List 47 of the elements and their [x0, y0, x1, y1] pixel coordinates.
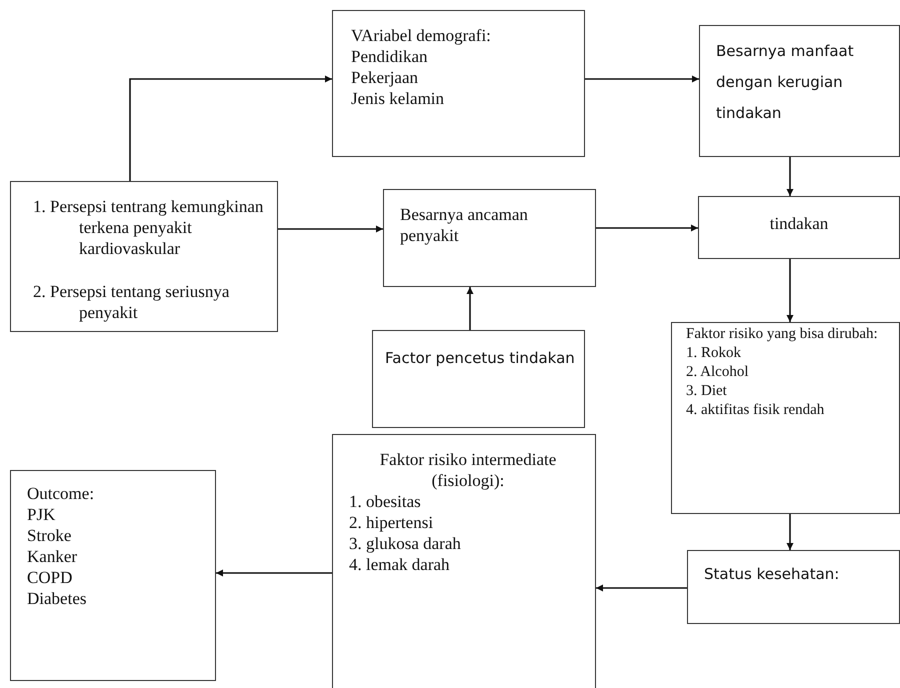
box-text: Outcome:: [27, 483, 96, 504]
box-text: 2. hipertensi: [349, 512, 434, 533]
arrow: [216, 570, 332, 576]
box-text: Faktor risiko intermediate (fisiologi):: [378, 449, 558, 491]
box-text: Status kesehatan:: [704, 564, 840, 585]
process-box: [332, 10, 585, 157]
process-box: [383, 189, 596, 287]
box-text: 2. Alcohol: [686, 363, 750, 382]
box-text: 2. Persepsi tentang seriusnya penyakit: [33, 281, 230, 323]
box-text: Kanker: [27, 546, 78, 567]
box-text: 1. obesitas: [349, 491, 422, 512]
box-text: 1. Rokok: [686, 344, 742, 363]
box-text: PJK: [27, 504, 56, 525]
process-box: [332, 434, 596, 688]
arrow: [596, 584, 687, 592]
box-text: Factor pencetus tindakan: [385, 348, 576, 369]
arrow: [596, 224, 698, 232]
box-text: Stroke: [27, 525, 72, 546]
box-text: Besarnya ancaman penyakit: [400, 204, 529, 246]
arrow: [786, 157, 794, 196]
arrow: [466, 287, 474, 330]
box-text: tindakan: [768, 213, 830, 234]
box-text: Pendidikan: [351, 46, 428, 67]
arrow: [786, 259, 794, 322]
process-box: [671, 322, 900, 514]
process-box: [699, 25, 900, 157]
process-box: [698, 196, 900, 259]
box-text: COPD: [27, 567, 74, 588]
box-text: 4. aktifitas fisik rendah: [686, 401, 826, 420]
box-text: Besarnya manfaat dengan kerugian tindakan: [716, 41, 855, 124]
box-text: VAriabel demografi:: [351, 25, 492, 46]
box-text: Diabetes: [27, 588, 88, 609]
arrow: [786, 514, 794, 550]
arrow: [585, 76, 699, 82]
process-box: [10, 181, 278, 332]
process-box: [10, 470, 216, 681]
arrow: [129, 76, 332, 181]
box-text: Jenis kelamin: [351, 88, 446, 109]
box-text: 4. lemak darah: [349, 554, 451, 575]
box-text: 1. Persepsi tentrang kemungkinan terkena penyakit kardiovaskular: [33, 196, 264, 259]
process-box: [687, 550, 900, 624]
box-text: Pekerjaan: [351, 67, 420, 88]
box-text: Faktor risiko yang bisa dirubah:: [686, 325, 879, 344]
box-text: 3. Diet: [686, 382, 728, 401]
process-box: [372, 330, 585, 428]
arrow: [278, 226, 383, 232]
box-text: 3. glukosa darah: [349, 533, 462, 554]
